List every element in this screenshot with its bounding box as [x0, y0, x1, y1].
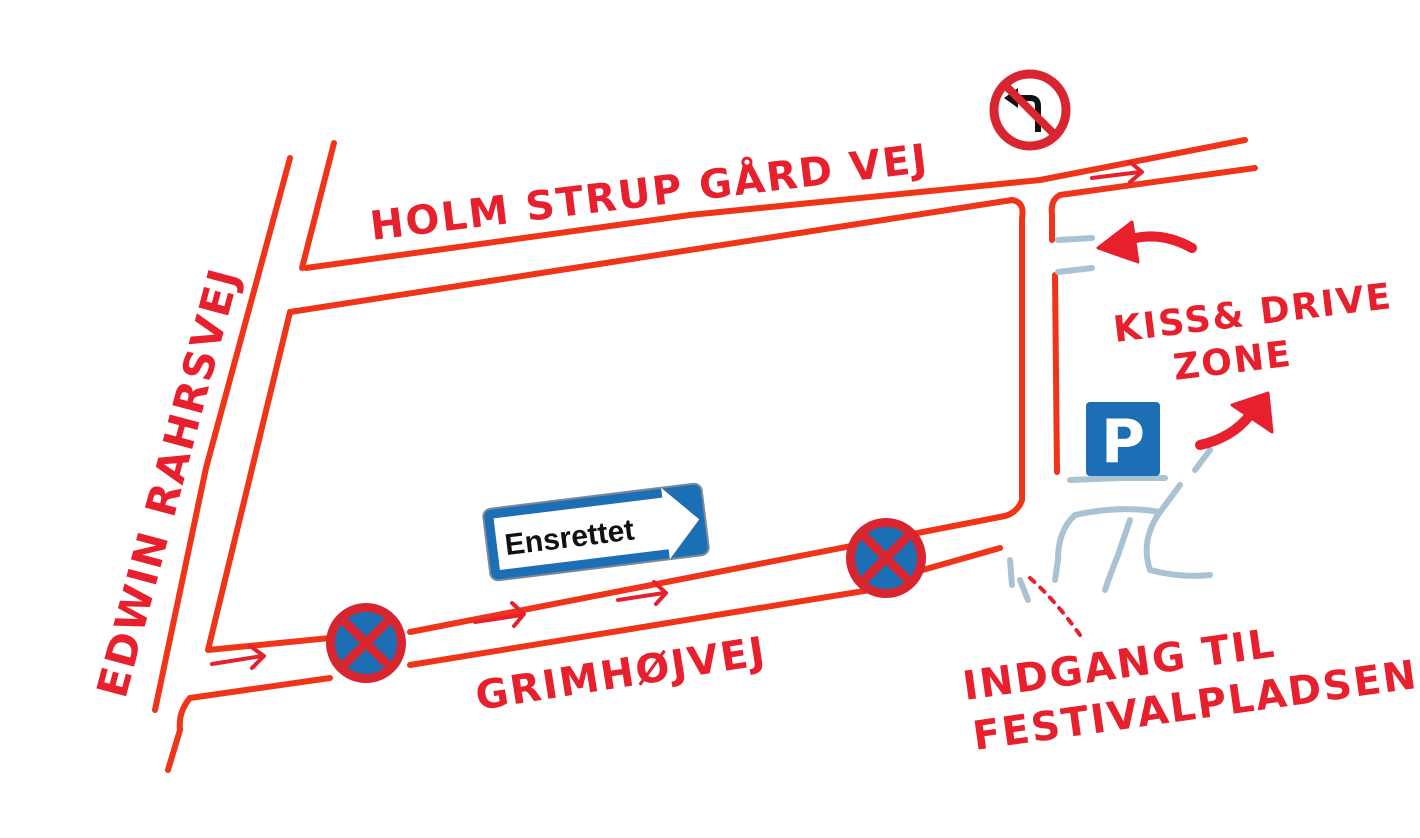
east-road-left: [1048, 192, 1063, 243]
edwin-rahrsvej-road-right: [299, 140, 337, 271]
east-road-top-right: [1057, 165, 1258, 198]
parking-sign-letter: P: [1101, 407, 1145, 477]
direction-arrows: [210, 160, 1144, 670]
no-left-turn-sign-icon: [989, 69, 1071, 151]
no-stopping-sign-icon: [326, 603, 406, 683]
holmstrupgaardvej-road-top: [303, 137, 1248, 271]
arrow-2: [210, 644, 266, 670]
east-road-left-lower: [1052, 272, 1060, 475]
grimhoejvej-road-lower: [407, 587, 873, 668]
walking-route-dashed: [1028, 576, 1082, 637]
arrow-3: [473, 601, 526, 628]
no-stopping-sign-icon: [846, 518, 926, 598]
street-label-grimhoejvej: GRIMHØJVEJ: [472, 628, 769, 719]
grimhoejvej-road-start: [165, 695, 193, 773]
street-label-holmstrupgaardvej: HOLM STRUP GÅRD VEJ: [367, 133, 931, 250]
kiss-drive-arrows: [1096, 220, 1274, 450]
arrow-curved-left: [1123, 231, 1197, 253]
arrow-curved-right: [1195, 410, 1255, 450]
parking-sign-icon: P: [1086, 402, 1160, 477]
block-left-side: [205, 309, 333, 653]
grimhoejvej-road-bottom: [187, 675, 333, 701]
arrow-1: [1090, 160, 1144, 184]
holmstrupgaardvej-road-bottom: [287, 197, 1026, 635]
arrow-4: [616, 580, 668, 606]
road-network: [152, 137, 1258, 773]
edwin-rahrsvej-road-left: [152, 155, 293, 713]
one-way-sign-icon: Ensrettet: [482, 482, 710, 582]
foot-paths: [1007, 235, 1213, 603]
zone-label: ZONE: [1171, 334, 1295, 389]
